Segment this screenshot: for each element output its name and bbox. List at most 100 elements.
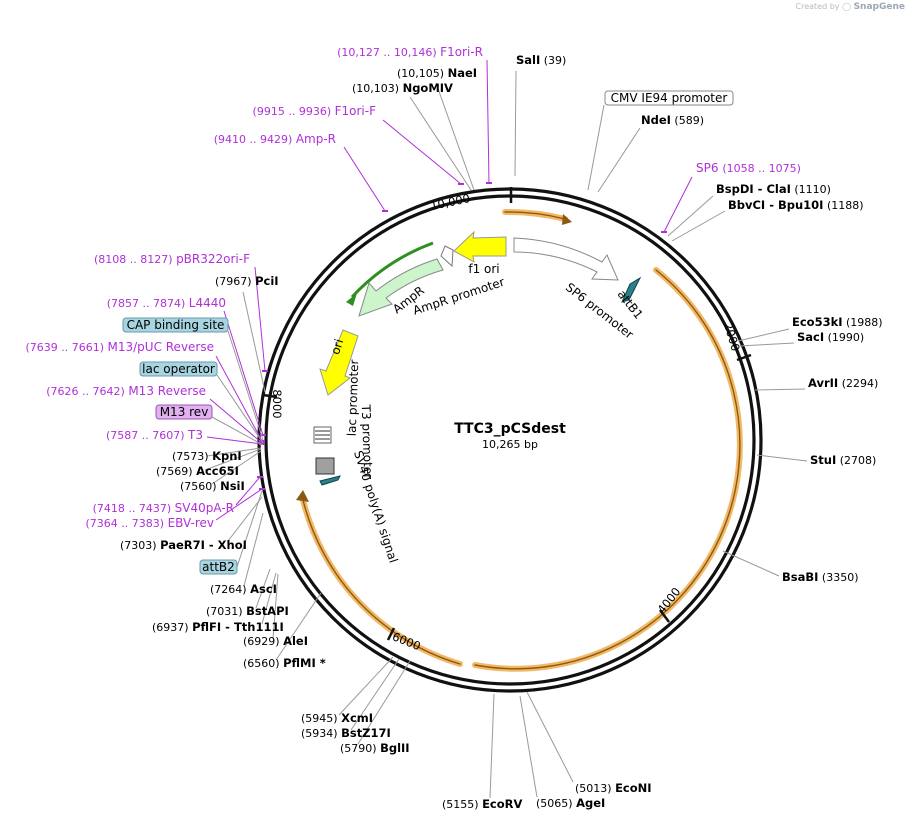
restriction-site-label[interactable]: SalI (39): [516, 53, 566, 67]
site-position: (589): [671, 114, 704, 127]
restriction-site-label[interactable]: StuI (2708): [810, 453, 876, 467]
primer-range: (9915 .. 9936): [253, 105, 335, 118]
boxed-feature-box[interactable]: [604, 90, 734, 106]
restriction-site-label[interactable]: (5065) AgeI: [536, 796, 605, 810]
restriction-site-label[interactable]: BsaBI (3350): [782, 570, 859, 584]
site-enzyme-name: PflFI: [192, 620, 221, 634]
restriction-site-label[interactable]: NdeI (589): [641, 113, 704, 127]
primer-label[interactable]: (8108 .. 8127) pBR322ori-F: [94, 252, 250, 266]
restriction-site-label[interactable]: (6560) PflMI *: [243, 656, 326, 670]
restriction-site-label[interactable]: (10,105) NaeI: [397, 66, 477, 80]
site-position: (5945): [301, 712, 341, 725]
site-leader-line: [211, 450, 262, 485]
site-enzyme-name: Acc65I: [196, 464, 239, 478]
restriction-site-label[interactable]: Eco53kI (1988): [792, 315, 883, 329]
primer-range: (7857 .. 7874): [107, 297, 189, 310]
primer-label[interactable]: (7639 .. 7661) M13/pUC Reverse: [25, 340, 214, 354]
primer-label[interactable]: (7857 .. 7874) L4440: [107, 296, 226, 310]
site-enzyme-name: NaeI: [448, 66, 477, 80]
primer-leader-line: [486, 59, 490, 184]
restriction-site-label[interactable]: (7560) NsiI: [180, 479, 245, 493]
restriction-site-label[interactable]: (6929) AleI: [243, 634, 308, 648]
site-position: (5790): [340, 742, 380, 755]
tick-label: 2000: [721, 321, 743, 353]
t3-promoter-feature: [315, 457, 335, 475]
primer-name: Amp-R: [296, 132, 336, 146]
site-leader-line: [514, 70, 517, 177]
primer-label[interactable]: SP6 (1058 .. 1075): [696, 161, 801, 175]
primer-leader-line: [206, 436, 263, 445]
site-leader-lines: [204, 70, 808, 799]
primer-name: F1ori-R: [440, 45, 483, 59]
restriction-site-label[interactable]: (10,103) NgoMIV: [352, 81, 453, 95]
restriction-site-label[interactable]: (7967) PciI: [215, 274, 279, 288]
orf-arrowhead-top: [562, 214, 572, 225]
restriction-site-label[interactable]: (7573) KpnI: [172, 449, 242, 463]
restriction-site-label[interactable]: (7264) AscI: [210, 582, 277, 596]
site-enzyme-suffix: - XhoI: [205, 538, 247, 552]
restriction-site-label[interactable]: AvrII (2294): [808, 376, 878, 390]
site-position: (7264): [210, 583, 250, 596]
restriction-site-label[interactable]: (5013) EcoNI: [575, 781, 652, 795]
primer-leader-line: [382, 119, 462, 185]
feature-label: ori: [328, 337, 346, 356]
site-position: (5934): [301, 727, 341, 740]
site-position: (5013): [575, 782, 615, 795]
ampr-outer-arc: [350, 241, 434, 299]
primer-name: SP6: [696, 161, 722, 175]
site-leader-line: [722, 550, 780, 577]
boxed-leader-line: [227, 330, 264, 441]
site-position: (7967): [215, 275, 255, 288]
site-enzyme-suffix: - ClaI: [754, 182, 791, 196]
primer-name: L4440: [189, 296, 226, 310]
tick-label: 10,000: [429, 191, 471, 213]
site-leader-line: [242, 291, 266, 393]
primer-range: (7587 .. 7607): [106, 429, 188, 442]
restriction-site-label[interactable]: (5934) BstZ17I: [301, 726, 391, 740]
feature-label: AmpR promoter: [411, 275, 506, 318]
restriction-site-label[interactable]: BbvCI - Bpu10I (1188): [728, 198, 864, 212]
tick-label: 6000: [390, 629, 422, 653]
site-leader-line: [489, 693, 495, 799]
restriction-site-label[interactable]: (6937) PflFI - Tth111I: [152, 620, 284, 634]
orf-arrowhead-left: [296, 490, 309, 502]
orf-arc-right: [472, 267, 743, 672]
primer-leader-lines: [206, 59, 693, 521]
boxed-feature-box[interactable]: [122, 317, 229, 333]
restriction-site-label[interactable]: BspDI - ClaI (1110): [716, 182, 831, 196]
primer-range: (7418 .. 7437): [93, 502, 175, 515]
restriction-site-label[interactable]: (5155) EcoRV: [442, 797, 523, 811]
site-position: (2294): [838, 377, 878, 390]
restriction-site-label[interactable]: (7303) PaeR7I - XhoI: [120, 538, 247, 552]
boxed-feature-box[interactable]: [199, 559, 238, 575]
site-enzyme-name: KpnI: [212, 449, 242, 463]
primer-label[interactable]: (7364 .. 7383) EBV-rev: [86, 516, 215, 530]
restriction-site-label[interactable]: (5945) XcmI: [301, 711, 373, 725]
primer-range: (10,127 .. 10,146): [337, 46, 440, 59]
primer-label[interactable]: (9410 .. 9429) Amp-R: [214, 132, 336, 146]
boxed-feature-label: CAP binding site: [127, 318, 225, 332]
site-enzyme-name: NdeI: [641, 113, 671, 127]
boxed-leader-line: [216, 374, 264, 444]
restriction-site-label[interactable]: (5790) BglII: [340, 741, 410, 755]
primer-name: SV40pA-R: [175, 501, 234, 515]
restriction-site-label[interactable]: (7569) Acc65I: [156, 464, 239, 478]
boxed-feature-box[interactable]: [155, 404, 213, 420]
primer-label[interactable]: (7587 .. 7607) T3: [106, 428, 203, 442]
restriction-site-label[interactable]: SacI (1990): [797, 330, 864, 344]
sv40-feature: [319, 475, 341, 486]
site-leader-line: [519, 695, 538, 798]
primer-range: (7364 .. 7383): [86, 517, 168, 530]
primer-label[interactable]: (7626 .. 7642) M13 Reverse: [46, 384, 206, 398]
boxed-feature-box[interactable]: [139, 361, 218, 377]
primer-label[interactable]: (10,127 .. 10,146) F1ori-R: [337, 45, 483, 59]
site-enzyme-name: NgoMIV: [403, 81, 453, 95]
restriction-site-label[interactable]: (7031) BstAPI: [206, 604, 289, 618]
boxed-feature-label: attB2: [202, 560, 235, 574]
primer-label[interactable]: (9915 .. 9936) F1ori-F: [253, 104, 377, 118]
primer-leader-line: [235, 476, 261, 506]
primer-label[interactable]: (7418 .. 7437) SV40pA-R: [93, 501, 234, 515]
primer-name: M13/pUC Reverse: [108, 340, 215, 354]
site-enzyme-name: AleI: [283, 634, 308, 648]
